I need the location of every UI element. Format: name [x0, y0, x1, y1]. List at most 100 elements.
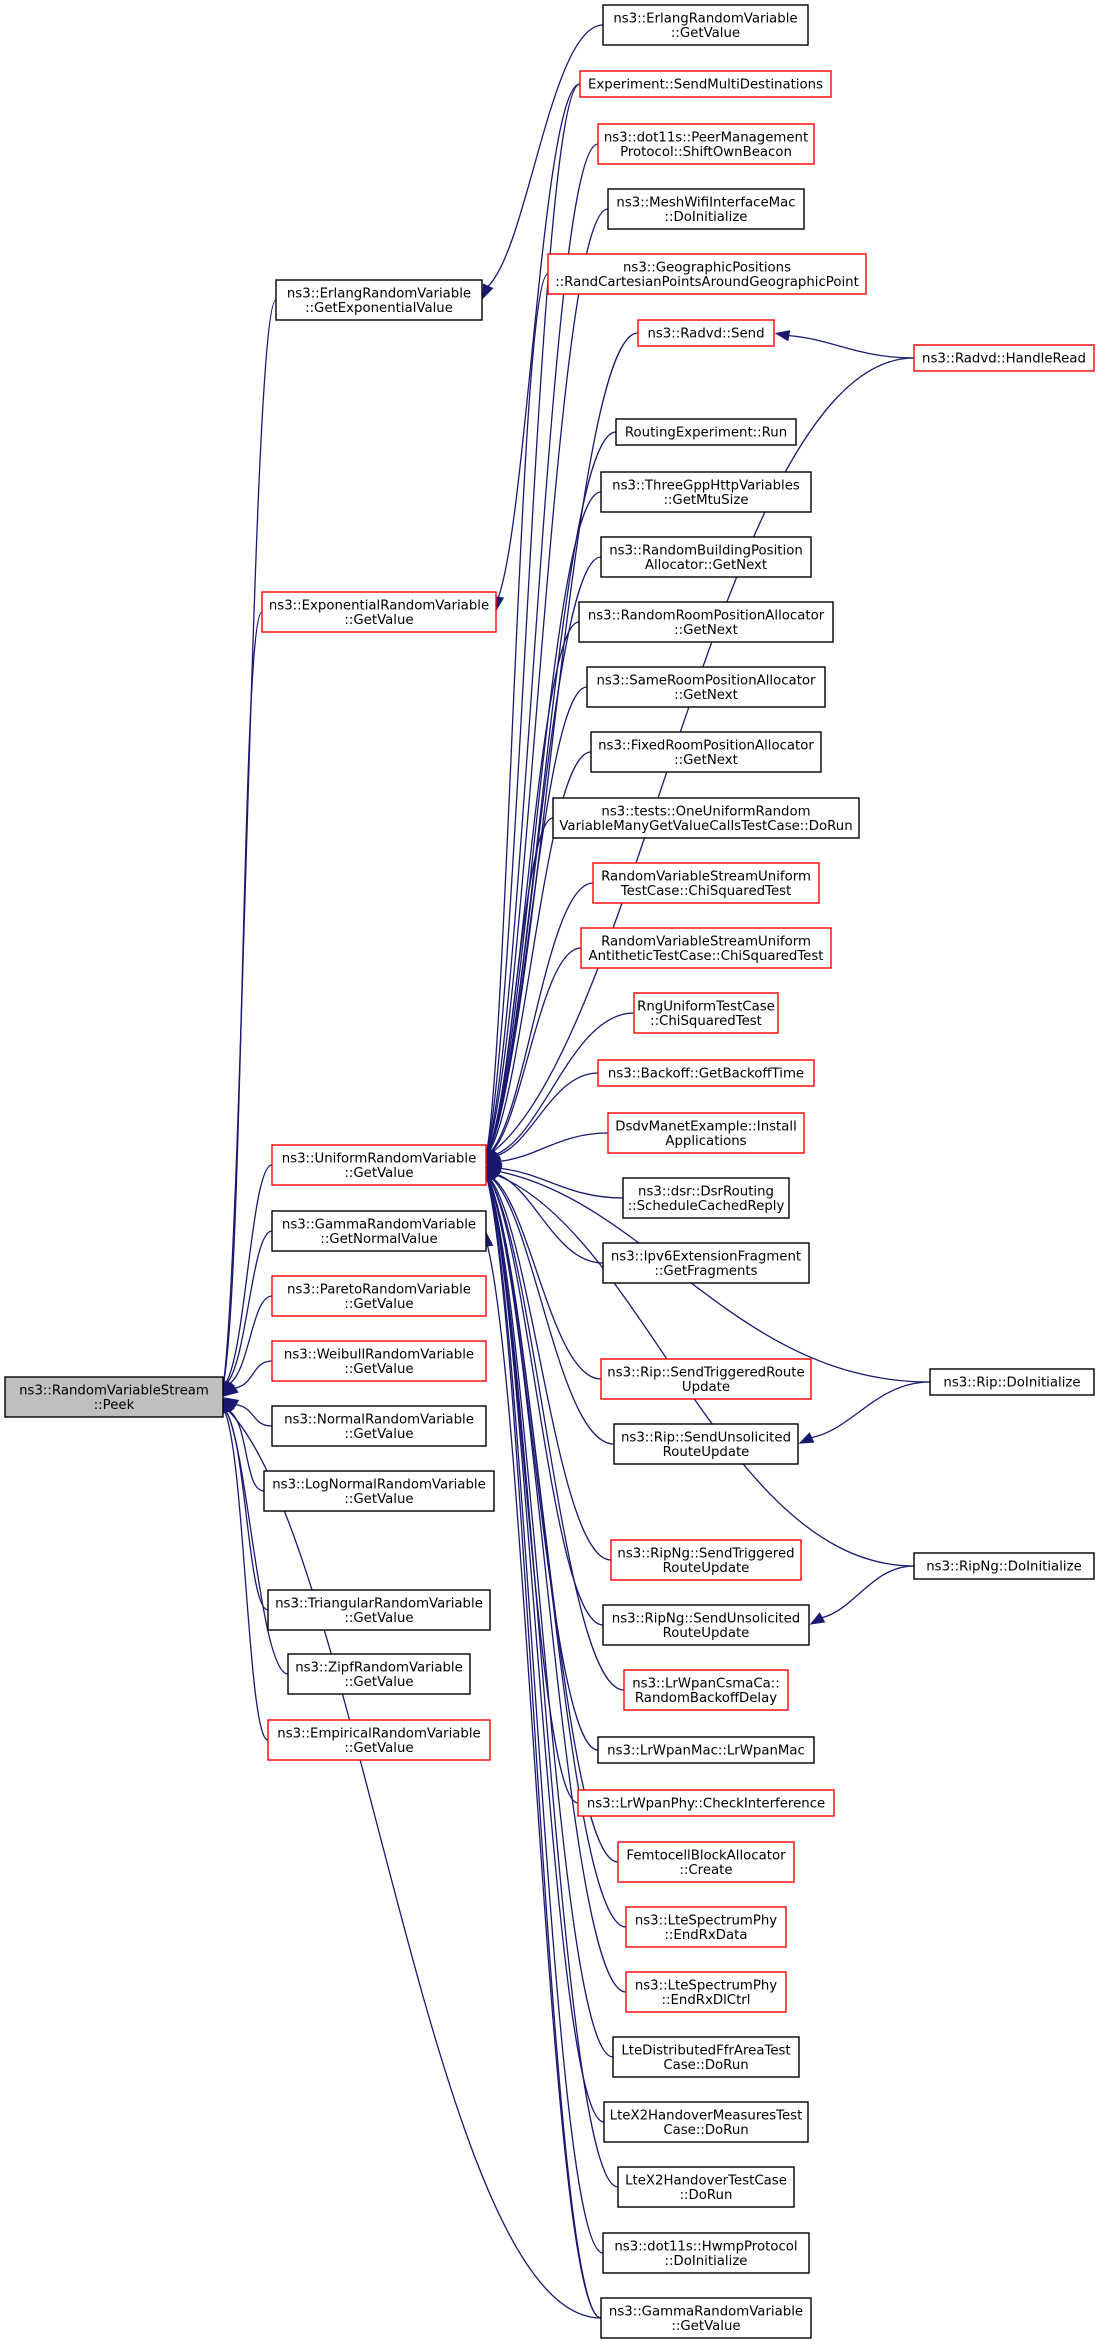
- graph-node-gamma-get[interactable]: ns3::GammaRandomVariable::GetValue: [600, 2297, 812, 2339]
- edge-line: [486, 1245, 602, 2319]
- node-label: ns3::MeshWifiInterfaceMac: [616, 195, 795, 210]
- graph-node-one-uniform[interactable]: ns3::tests::OneUniformRandomVariableMany…: [552, 797, 860, 839]
- graph-node-geo-pos[interactable]: ns3::GeographicPositions::RandCartesianP…: [547, 253, 867, 295]
- node-box: [275, 279, 483, 321]
- node-label: ::GetValue: [344, 1611, 413, 1626]
- graph-node-gamma-normal[interactable]: ns3::GammaRandomVariable::GetNormalValue: [271, 1210, 487, 1252]
- call-edge: [223, 1397, 273, 1427]
- graph-node-ripng-init[interactable]: ns3::RipNg::DoInitialize: [913, 1552, 1095, 1580]
- graph-node-ipv6-frag[interactable]: ns3::Ipv6ExtensionFragment::GetFragments: [602, 1242, 810, 1284]
- node-label: ns3::RipNg::DoInitialize: [926, 1560, 1082, 1575]
- edge-line: [489, 751, 592, 1151]
- graph-node-uniform-get[interactable]: ns3::UniformRandomVariable::GetValue: [271, 1144, 487, 1186]
- edge-line: [490, 882, 594, 1152]
- call-edge: [809, 1565, 915, 1625]
- node-box: [602, 2232, 810, 2274]
- graph-node-lrwpan-csma[interactable]: ns3::LrWpanCsmaCa::RandomBackoffDelay: [623, 1669, 789, 1711]
- graph-node-dsr[interactable]: ns3::dsr::DsrRouting::ScheduleCachedRepl…: [622, 1177, 790, 1219]
- node-box: [612, 2036, 800, 2078]
- node-label: ns3::NormalRandomVariable: [284, 1412, 474, 1427]
- graph-node-same-room[interactable]: ns3::SameRoomPositionAllocator::GetNext: [586, 666, 826, 708]
- graph-node-hwmp[interactable]: ns3::dot11s::HwmpProtocol::DoInitialize: [602, 2232, 810, 2274]
- node-label: ns3::WeibullRandomVariable: [284, 1347, 474, 1362]
- node-label: Protocol::ShiftOwnBeacon: [620, 145, 792, 160]
- graph-node-weibull-get[interactable]: ns3::WeibullRandomVariable::GetValue: [271, 1340, 487, 1382]
- graph-node-rand-building[interactable]: ns3::RandomBuildingPositionAllocator::Ge…: [600, 536, 812, 578]
- node-box: [271, 1275, 487, 1317]
- node-label: RandomBackoffDelay: [635, 1691, 777, 1706]
- graph-node-fixed-room[interactable]: ns3::FixedRoomPositionAllocator::GetNext: [590, 731, 822, 773]
- graph-node-routing-run[interactable]: RoutingExperiment::Run: [615, 418, 797, 446]
- graph-node-lte-rxdata[interactable]: ns3::LteSpectrumPhy::EndRxData: [625, 1906, 787, 1948]
- graph-node-pareto-get[interactable]: ns3::ParetoRandomVariable::GetValue: [271, 1275, 487, 1317]
- node-box: [623, 1669, 789, 1711]
- node-box: [913, 344, 1095, 372]
- node-label: RandomVariableStreamUniform: [601, 934, 811, 949]
- graph-node-exp-multi[interactable]: Experiment::SendMultiDestinations: [579, 70, 832, 98]
- graph-node-threegpp[interactable]: ns3::ThreeGppHttpVariables::GetMtuSize: [600, 471, 812, 513]
- edge-line: [490, 1178, 612, 1561]
- node-box: [267, 1719, 491, 1761]
- edge-line: [492, 357, 915, 1153]
- node-box: [597, 123, 815, 165]
- graph-node-lte-rxdl[interactable]: ns3::LteSpectrumPhy::EndRxDlCtrl: [625, 1971, 787, 2013]
- graph-node-rip-init[interactable]: ns3::Rip::DoInitialize: [929, 1368, 1095, 1396]
- node-label: ns3::TriangularRandomVariable: [275, 1596, 483, 1611]
- edge-line: [489, 1179, 625, 1691]
- graph-node-triangular-get[interactable]: ns3::TriangularRandomVariable::GetValue: [267, 1589, 491, 1631]
- graph-node-erlang-get[interactable]: ns3::ErlangRandomVariable::GetValue: [602, 4, 809, 46]
- edge-line: [487, 1179, 614, 2058]
- node-box: [586, 666, 826, 708]
- graph-node-lrwpan-phy[interactable]: ns3::LrWpanPhy::CheckInterference: [577, 1789, 835, 1817]
- node-box: [4, 1376, 224, 1418]
- graph-node-rng-uniform[interactable]: RngUniformTestCase::ChiSquaredTest: [633, 992, 779, 1034]
- node-label: VariableManyGetValueCallsTestCase::DoRun: [559, 819, 852, 834]
- node-label: TestCase::ChiSquaredTest: [620, 884, 792, 899]
- edge-line: [500, 1167, 624, 1199]
- graph-node-exp-get[interactable]: ns3::ExponentialRandomVariable::GetValue: [261, 591, 497, 633]
- node-box: [267, 1589, 491, 1631]
- node-label: ns3::Rip::SendTriggeredRoute: [607, 1365, 804, 1380]
- graph-node-femtocell[interactable]: FemtocellBlockAllocator::Create: [617, 1841, 795, 1883]
- graph-node-mesh-wifi[interactable]: ns3::MeshWifiInterfaceMac::DoInitialize: [607, 188, 805, 230]
- graph-node-radvd-read[interactable]: ns3::Radvd::HandleRead: [913, 344, 1095, 372]
- graph-node-radvd-send[interactable]: ns3::Radvd::Send: [637, 319, 775, 347]
- node-label: ::GetValue: [344, 1297, 413, 1312]
- node-box: [547, 253, 867, 295]
- graph-node-empirical-get[interactable]: ns3::EmpiricalRandomVariable::GetValue: [267, 1719, 491, 1761]
- node-label: Experiment::SendMultiDestinations: [588, 78, 823, 93]
- graph-node-normal-get[interactable]: ns3::NormalRandomVariable::GetValue: [271, 1405, 487, 1447]
- node-box: [625, 1906, 787, 1948]
- node-label: ::GetExponentialValue: [305, 301, 453, 316]
- graph-node-lognormal-get[interactable]: ns3::LogNormalRandomVariable::GetValue: [263, 1470, 495, 1512]
- graph-node-zipf-get[interactable]: ns3::ZipfRandomVariable::GetValue: [287, 1653, 471, 1695]
- node-label: AntitheticTestCase::ChiSquaredTest: [589, 949, 824, 964]
- graph-node-rand-room[interactable]: ns3::RandomRoomPositionAllocator::GetNex…: [578, 601, 834, 643]
- graph-node-peer-mgmt[interactable]: ns3::dot11s::PeerManagementProtocol::Shi…: [597, 123, 815, 165]
- node-label: FemtocellBlockAllocator: [626, 1848, 786, 1863]
- edge-line: [228, 1410, 265, 1492]
- graph-node-lte-x2[interactable]: LteX2HandoverTestCase::DoRun: [617, 2166, 795, 2208]
- edge-arrowhead: [223, 1397, 235, 1414]
- node-label: RngUniformTestCase: [637, 999, 775, 1014]
- graph-node-rvs-uniform[interactable]: RandomVariableStreamUniformTestCase::Chi…: [592, 862, 820, 904]
- node-label: ns3::dot11s::HwmpProtocol: [614, 2239, 797, 2254]
- call-edge: [798, 1381, 931, 1444]
- graph-node-rvs-uniform-anti[interactable]: RandomVariableStreamUniformAntitheticTes…: [580, 927, 832, 969]
- call-edge: [482, 1165, 627, 1993]
- node-box: [603, 2101, 809, 2143]
- graph-node-peek[interactable]: ns3::RandomVariableStream::Peek: [4, 1376, 224, 1418]
- graph-node-backoff[interactable]: ns3::Backoff::GetBackoffTime: [597, 1059, 815, 1087]
- graph-node-lrwpan-mac[interactable]: ns3::LrWpanMac::LrWpanMac: [597, 1736, 815, 1764]
- graph-node-erlang-exp[interactable]: ns3::ErlangRandomVariable::GetExponentia…: [275, 279, 483, 321]
- edge-line: [224, 1411, 269, 1741]
- node-label: ns3::SameRoomPositionAllocator: [596, 673, 816, 688]
- node-box: [929, 1368, 1095, 1396]
